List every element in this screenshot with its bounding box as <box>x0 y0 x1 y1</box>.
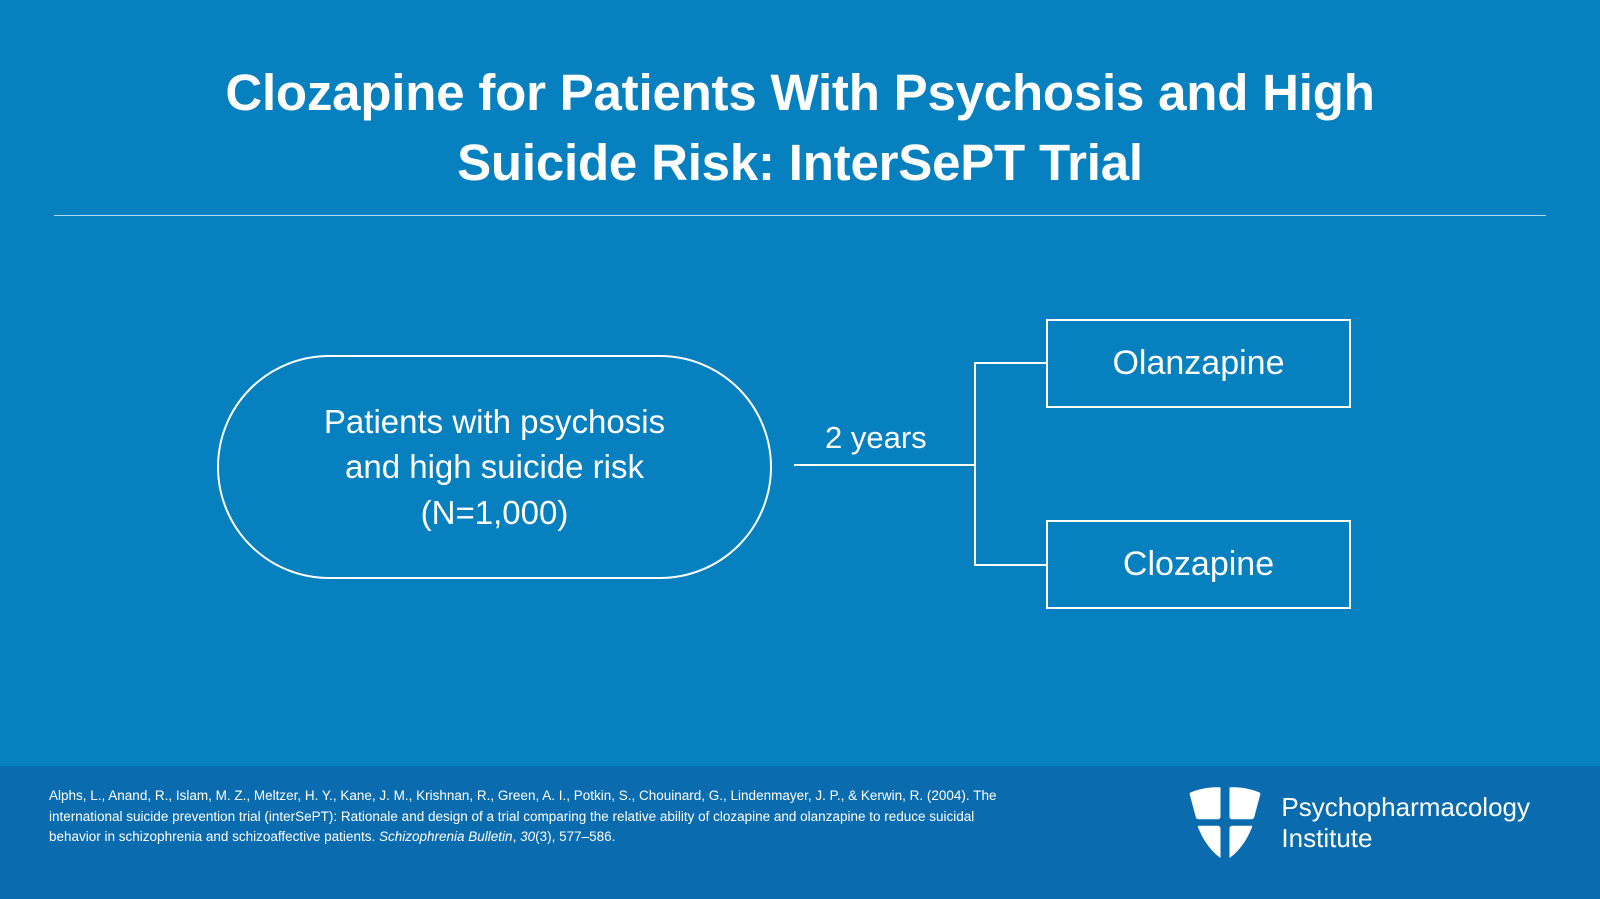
population-line-1: Patients with psychosis <box>323 402 666 440</box>
population-line-2: and high suicide risk <box>345 448 644 486</box>
brand-lockup: Psychopharmacology Institute <box>1185 780 1530 866</box>
connector-branch-clozapine <box>974 564 1048 566</box>
title-divider <box>54 215 1546 216</box>
citation-article-title: The international suicide prevention tri… <box>49 788 997 845</box>
brand-name-line-1: Psychopharmacology <box>1281 792 1530 823</box>
population-line-3: (N=1,000) <box>420 493 569 531</box>
connector-branch-olanzapine <box>974 362 1048 364</box>
brand-name-line-2: Institute <box>1281 823 1373 853</box>
shield-icon <box>1190 787 1261 858</box>
page-title: Clozapine for Patients With Psychosis an… <box>225 64 1375 192</box>
citation-pages: 577–586. <box>559 829 616 845</box>
treatment-arm-label: Clozapine <box>1122 545 1275 583</box>
citation-issue: (3), <box>535 829 556 845</box>
citation-authors: Alphs, L., Anand, R., Islam, M. Z., Melt… <box>49 788 924 803</box>
citation-volume: 30 <box>520 829 536 845</box>
treatment-arm-olanzapine: Olanzapine <box>1046 319 1351 408</box>
citation-journal-comma: , <box>512 829 521 845</box>
trial-design-diagram: Patients with psychosis and high suicide… <box>0 230 1600 760</box>
citation-journal: Schizophrenia Bulletin <box>378 829 513 845</box>
brand-name: Psychopharmacology Institute <box>1281 792 1530 853</box>
treatment-arm-clozapine: Clozapine <box>1046 520 1351 609</box>
population-node-label: Patients with psychosis and high suicide… <box>324 399 665 536</box>
connector-stem <box>794 464 976 466</box>
citation-year: (2004). <box>926 788 970 803</box>
footer-band: Alphs, L., Anand, R., Islam, M. Z., Melt… <box>0 766 1600 899</box>
duration-label: 2 years <box>825 420 927 455</box>
connector-trunk <box>974 362 976 566</box>
population-node: Patients with psychosis and high suicide… <box>217 355 772 579</box>
title-block: Clozapine for Patients With Psychosis an… <box>0 58 1600 199</box>
treatment-arm-label: Olanzapine <box>1112 344 1285 382</box>
citation-text: Alphs, L., Anand, R., Islam, M. Z., Melt… <box>49 786 1009 848</box>
